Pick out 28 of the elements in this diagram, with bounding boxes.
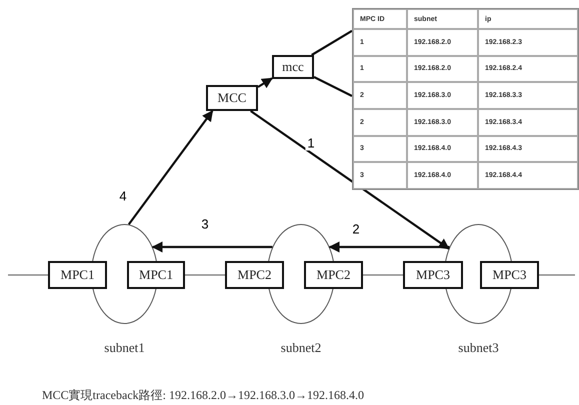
subnet-label: subnet2 — [280, 340, 322, 356]
arrow — [257, 77, 273, 88]
connector-line — [8, 274, 48, 276]
connector-line — [363, 274, 403, 276]
subnet-label: subnet3 — [458, 340, 499, 356]
process-box: MPC1 — [127, 261, 185, 289]
process-box: MCC — [206, 85, 258, 111]
connector-line — [539, 274, 575, 276]
arrow — [328, 242, 450, 252]
data-table — [352, 8, 579, 190]
connector-line — [311, 30, 353, 56]
process-box: MPC3 — [480, 261, 539, 289]
connector-line — [314, 76, 352, 97]
caption: MCC實現traceback路徑: 192.168.2.0→192.168.3.0→192.168.4.0 — [42, 387, 364, 404]
process-box: MPC2 — [225, 261, 284, 289]
subnet-label: subnet1 — [104, 340, 145, 356]
process-box: MPC1 — [48, 261, 107, 289]
connector-line — [185, 274, 225, 276]
arrow — [152, 242, 272, 252]
edge-label: 3 — [199, 216, 211, 232]
process-box: mcc — [272, 55, 314, 79]
process-box: MPC3 — [403, 261, 463, 289]
edge-label: 4 — [117, 188, 129, 204]
arrow — [250, 110, 450, 250]
process-box: MPC2 — [304, 261, 363, 289]
edge-label: 1 — [305, 136, 317, 150]
edge-label: 2 — [350, 222, 362, 236]
arrow — [128, 110, 214, 226]
